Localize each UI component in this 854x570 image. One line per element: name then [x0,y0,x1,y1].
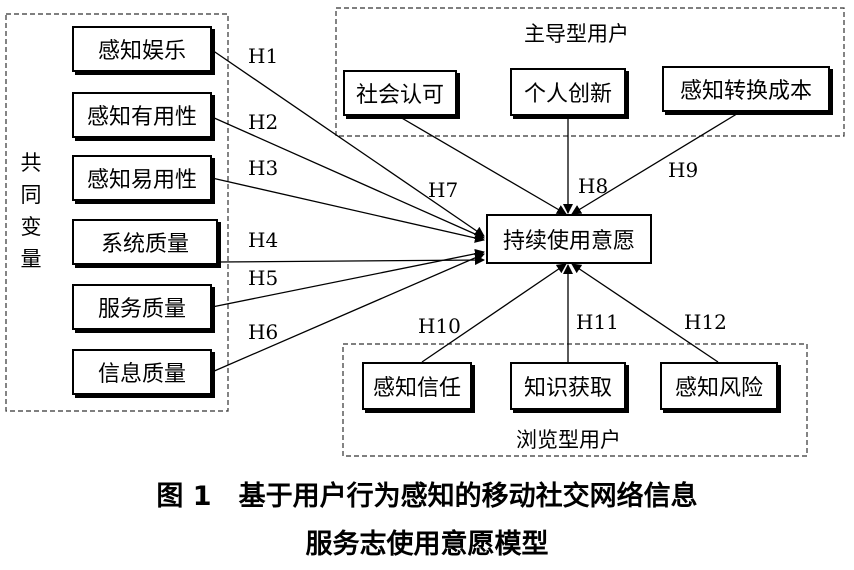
node-perceived-usefulness: 感知有用性 [72,92,212,138]
node-social-recognition: 社会认可 [343,70,457,116]
node-perceived-ease: 感知易用性 [72,155,212,201]
label-h3: H3 [248,156,279,180]
arrow-h10 [421,263,567,363]
arrow-h5 [211,248,485,308]
node-knowledge-acquisition: 知识获取 [510,362,626,410]
node-switching-cost: 感知转换成本 [662,66,830,112]
common-variables-label: 共 同 变 量 [18,147,44,275]
arrow-h9 [571,111,741,215]
common-char-4: 量 [20,247,42,271]
arrow-h7 [399,116,567,215]
browse-user-group [342,343,808,457]
common-char-1: 共 [20,151,42,175]
arrow-h2 [211,116,485,239]
node-perceived-risk: 感知风险 [660,362,778,410]
arrow-h3 [211,177,485,243]
label-h9: H9 [668,158,699,182]
arrow-h6 [211,252,485,373]
common-char-3: 变 [20,215,42,239]
lead-user-group [335,7,845,137]
label-h1: H1 [248,44,279,68]
label-h12: H12 [684,310,727,334]
label-h10: H10 [418,314,461,338]
node-continuance-intention: 持续使用意愿 [486,214,652,264]
node-perceived-entertainment: 感知娱乐 [72,26,212,72]
label-h11: H11 [576,310,619,334]
common-char-2: 同 [20,183,42,207]
figure-caption-line1: 图 1 基于用户行为感知的移动社交网络信息 [156,481,698,512]
browse-user-label: 浏览型用户 [516,428,621,452]
arrow-h12 [571,263,719,363]
node-info-quality: 信息质量 [72,349,212,395]
label-h8: H8 [578,174,609,198]
node-service-quality: 服务质量 [72,284,212,330]
label-h5: H5 [248,266,279,290]
common-variables-group [5,13,229,412]
node-perceived-trust: 感知信任 [362,362,472,410]
arrow-h1 [211,49,485,237]
lead-user-label: 主导型用户 [524,22,629,46]
node-system-quality: 系统质量 [72,219,218,265]
label-h7: H7 [428,178,459,202]
label-h6: H6 [248,320,279,344]
node-personal-innovation: 个人创新 [510,68,626,116]
label-h2: H2 [248,110,279,134]
label-h4: H4 [248,228,279,252]
figure-caption-line2: 服务志使用意愿模型 [305,529,549,560]
